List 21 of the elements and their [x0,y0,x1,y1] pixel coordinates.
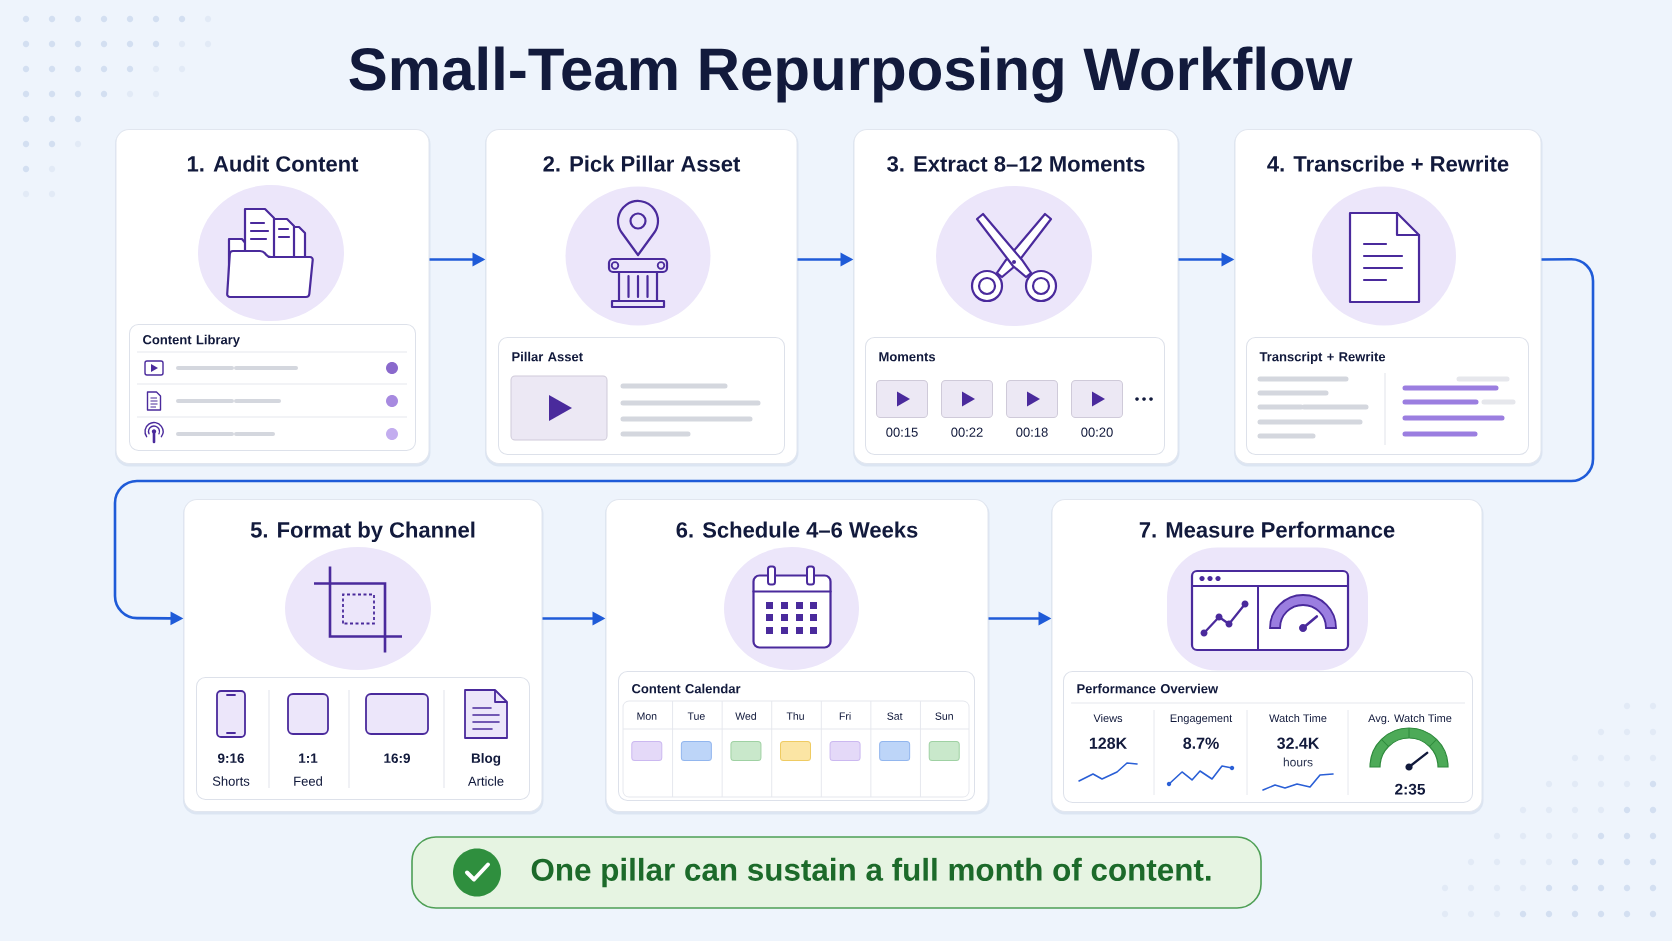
title: Small-Team Repurposing Workflow [349,46,1353,103]
day-label: Fri [839,712,851,720]
callout-banner: One pillar can sustain a full month of content. [411,836,1262,909]
channel-label: Article [468,776,504,786]
timestamp: 00:22 [951,427,983,437]
channel-label: Shorts [212,776,250,786]
day-label: Mon [637,712,657,720]
format-label: Blog [471,753,501,766]
day-label: Sun [935,712,953,720]
format-label: 16:9 [384,753,410,763]
format-label: 9:16 [217,753,244,763]
timestamp: 00:15 [886,427,918,437]
list-panel: Content Library [129,324,416,451]
timestamp: 00:20 [1081,427,1113,437]
day-label: Thu [786,712,804,720]
day-label: Wed [735,712,756,720]
day-label: Sat [887,712,903,720]
format-label: 1:1 [299,753,318,763]
channel-label: Feed [294,776,322,786]
day-label: Tue [687,712,705,720]
timestamp: 00:18 [1016,427,1048,437]
